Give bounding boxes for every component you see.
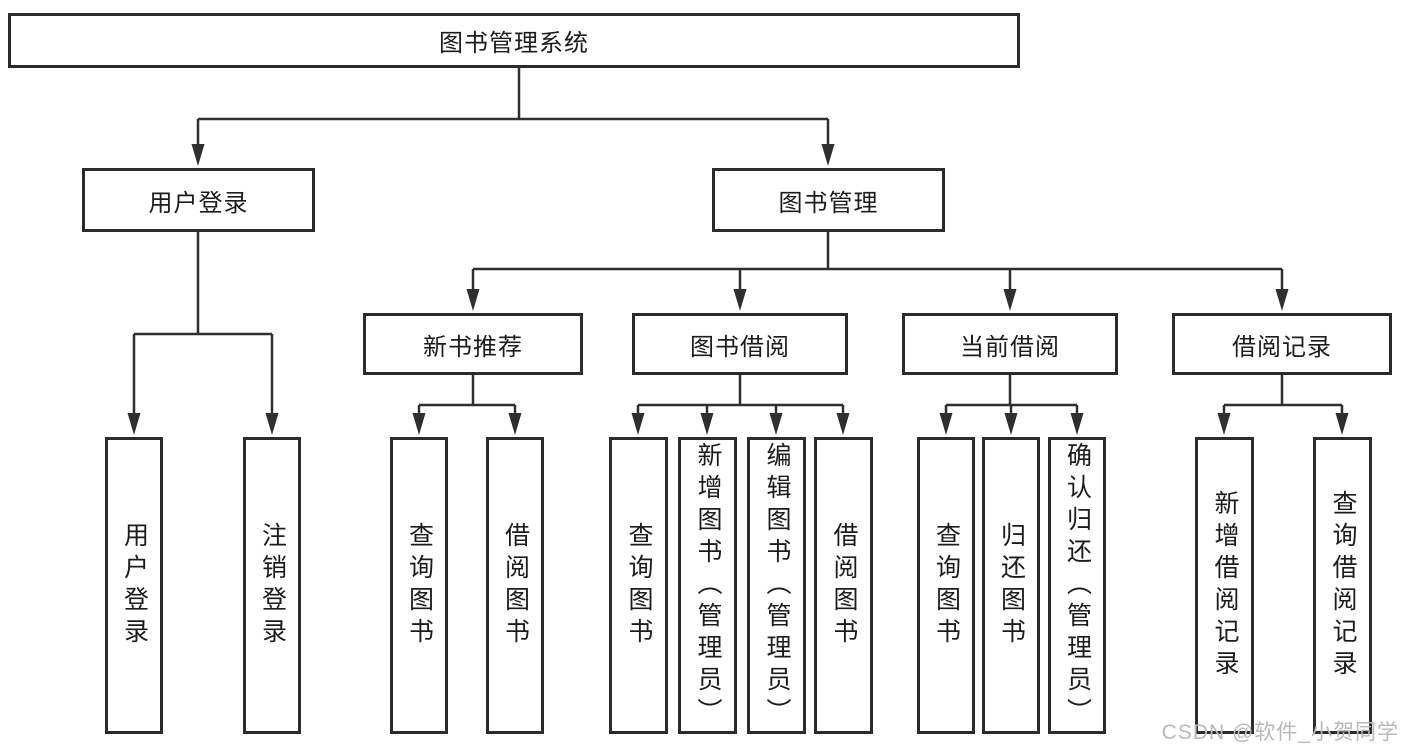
leaf-query-books-current: 查询图书 — [917, 437, 975, 734]
node-root-label: 图书管理系统 — [439, 30, 589, 57]
connector-root-to-level2 — [191, 68, 835, 166]
connector-newbook-to-leaves — [412, 375, 522, 435]
leaf-query-books-borrow: 查询图书 — [609, 437, 668, 734]
node-new-book-recommend-label: 新书推荐 — [423, 333, 523, 361]
leaf-add-books-admin: 新增图书（管理员） — [678, 437, 737, 734]
node-root-system: 图书管理系统 — [8, 13, 1020, 68]
connector-borrow-to-leaves — [631, 375, 850, 435]
connector-current-to-leaves — [939, 375, 1084, 435]
node-borrow-records-label: 借阅记录 — [1232, 333, 1332, 361]
connector-records-to-leaves — [1217, 375, 1349, 435]
leaf-return-books: 归还图书 — [982, 437, 1040, 734]
node-current-borrow: 当前借阅 — [902, 313, 1118, 375]
leaf-edit-books-admin: 编辑图书（管理员） — [747, 437, 806, 734]
node-book-borrow: 图书借阅 — [632, 313, 848, 375]
node-user-login-label: 用户登录 — [148, 189, 249, 217]
leaf-add-borrow-record: 新增借阅记录 — [1195, 437, 1254, 734]
node-user-login: 用户登录 — [82, 168, 315, 232]
node-new-book-recommend: 新书推荐 — [363, 313, 583, 375]
connector-bookmgmt-to-level3 — [466, 232, 1289, 311]
leaf-user-login: 用户登录 — [105, 437, 163, 734]
connector-userlogin-to-leaves — [127, 232, 279, 435]
node-current-borrow-label: 当前借阅 — [960, 333, 1060, 361]
leaf-logout: 注销登录 — [243, 437, 301, 734]
csdn-watermark: CSDN @软件_小贺同学 — [1161, 721, 1399, 744]
leaf-borrow-books: 借阅图书 — [814, 437, 873, 734]
node-book-management-label: 图书管理 — [778, 189, 879, 217]
leaf-query-borrow-record: 查询借阅记录 — [1313, 437, 1372, 734]
leaf-confirm-return-admin: 确认归还（管理员） — [1048, 437, 1106, 734]
node-borrow-records: 借阅记录 — [1172, 313, 1392, 375]
node-book-management: 图书管理 — [712, 168, 945, 232]
node-book-borrow-label: 图书借阅 — [690, 333, 790, 361]
leaf-query-books-recommend: 查询图书 — [390, 437, 448, 734]
leaf-borrow-books-recommend: 借阅图书 — [486, 437, 544, 734]
